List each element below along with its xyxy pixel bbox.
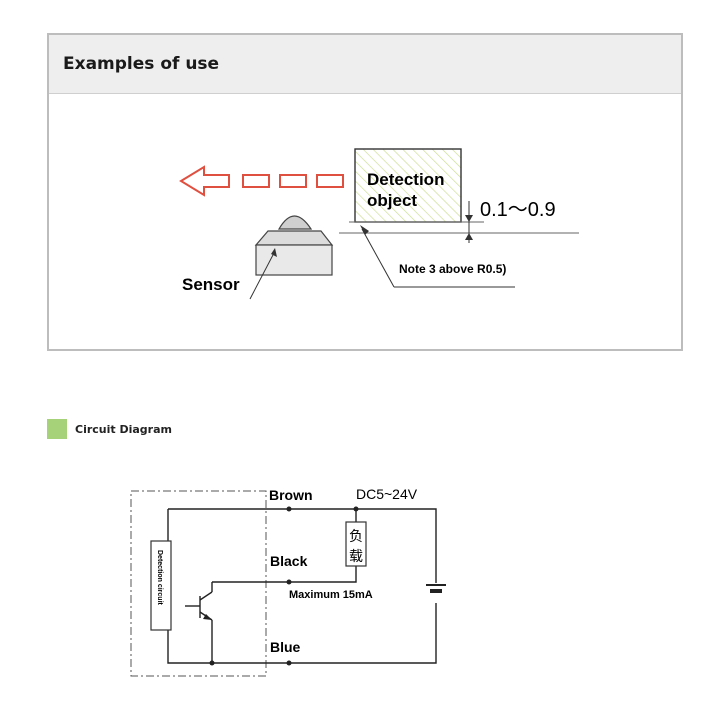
heading-swatch — [47, 419, 67, 439]
voltage-label: DC5~24V — [356, 486, 418, 502]
black-label: Black — [270, 553, 308, 569]
movement-arrow-icon — [179, 165, 344, 197]
detection-object-box — [354, 148, 462, 223]
examples-panel: Examples of use Detection object 0.1～0.9 — [47, 33, 683, 351]
load-char-1: 负 — [349, 528, 363, 544]
sensor-icon — [254, 215, 334, 276]
detection-object-label-line1: Detection — [367, 170, 444, 189]
circuit-heading-label: Circuit Diagram — [75, 422, 172, 436]
panel-header: Examples of use — [49, 35, 681, 94]
detection-circuit-block — [150, 540, 172, 631]
sensor-label: Sensor — [182, 275, 240, 294]
battery-icon — [426, 584, 446, 593]
load-box — [345, 521, 367, 567]
circuit-heading: Circuit Diagram — [47, 419, 172, 439]
gap-range-label: 0.1～0.9 — [480, 199, 556, 221]
max-current-label: Maximum 15mA — [289, 589, 373, 601]
note-label: Note 3 above R0.5) — [399, 262, 506, 276]
detection-circuit-label: Detection circuit — [156, 550, 163, 606]
panel-title: Examples of use — [63, 54, 220, 74]
load-char-2: 载 — [349, 548, 363, 564]
detection-object-label-line2: object — [367, 191, 417, 210]
brown-label: Brown — [269, 487, 313, 503]
usage-diagram: Detection object 0.1～0.9 Note 3 above R0… — [179, 148, 579, 300]
blue-label: Blue — [270, 639, 301, 655]
